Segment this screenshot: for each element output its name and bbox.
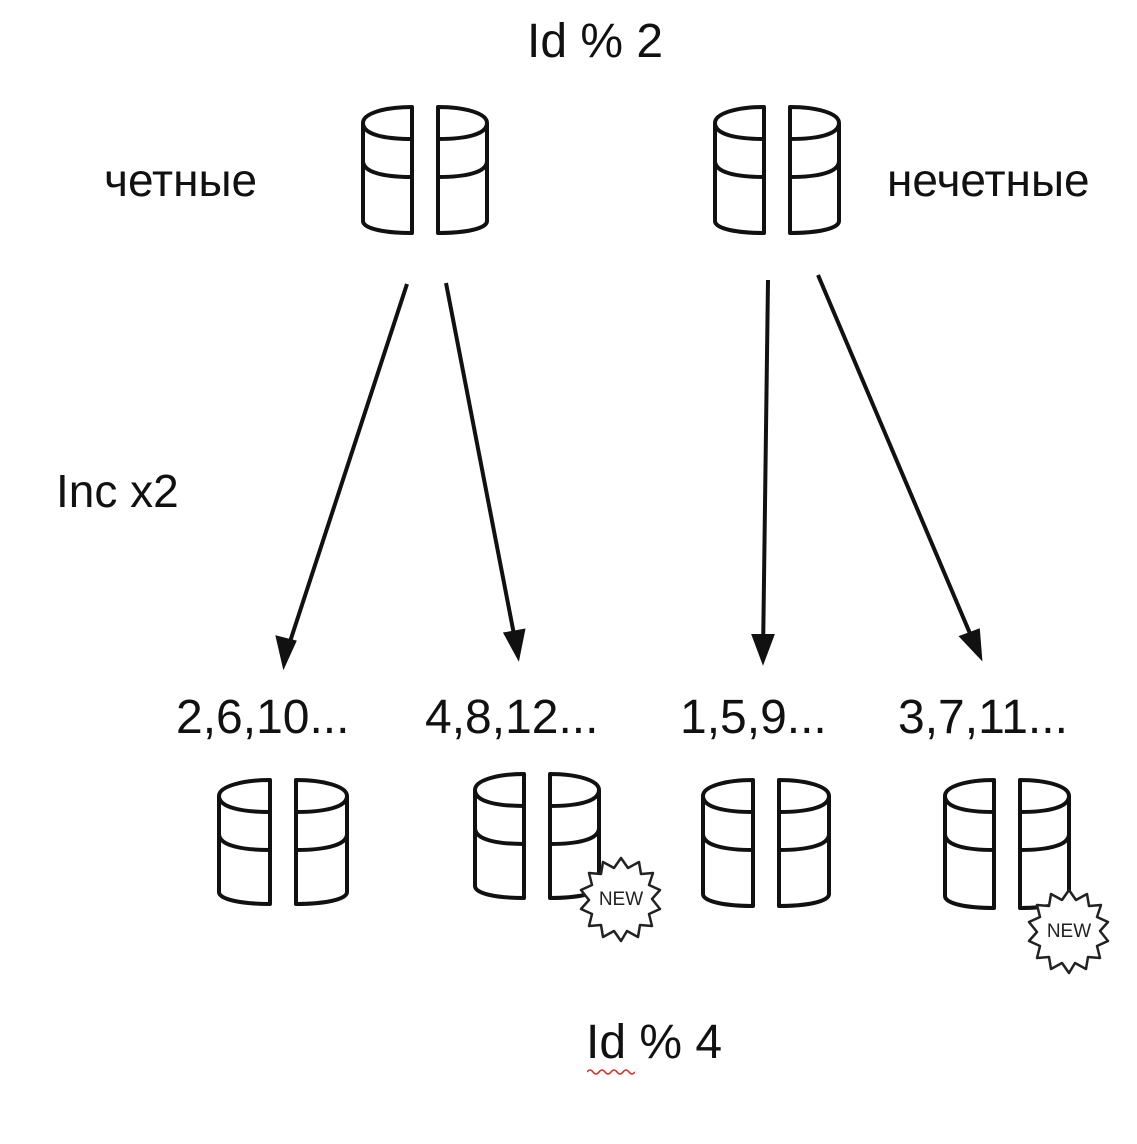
database-icon-shard-1 <box>217 778 349 906</box>
shard-ids-label: 4,8,12... <box>425 691 599 744</box>
new-badge-label: NEW <box>1046 921 1092 942</box>
arrow-icon-odd-to-shard-3 <box>761 279 770 656</box>
database-icon-odd <box>713 105 841 235</box>
arrow-icon-odd-to-shard-4 <box>816 274 979 651</box>
new-badge-label: NEW <box>598 889 644 910</box>
bottom-label-id-mod-4: Id % 4 <box>586 1016 723 1069</box>
shard-ids-label: 2,6,10... <box>176 691 350 744</box>
even-label: четные <box>104 154 258 206</box>
database-icon-even <box>361 105 489 235</box>
arrow-icon-even-to-shard-1 <box>282 283 409 661</box>
database-icon-shard-3 <box>701 778 831 908</box>
shard-ids-label: 3,7,11... <box>898 691 1068 744</box>
spellcheck-underline <box>587 1069 635 1075</box>
new-badge-icon: NEW <box>1024 887 1114 977</box>
top-label-id-mod-2: Id % 2 <box>527 15 664 68</box>
increment-label: Inc x2 <box>56 465 179 517</box>
odd-label: нечетные <box>887 154 1090 206</box>
arrow-icon-even-to-shard-2 <box>444 282 519 651</box>
new-badge-icon: NEW <box>576 855 666 945</box>
shard-ids-label: 1,5,9... <box>680 691 827 744</box>
